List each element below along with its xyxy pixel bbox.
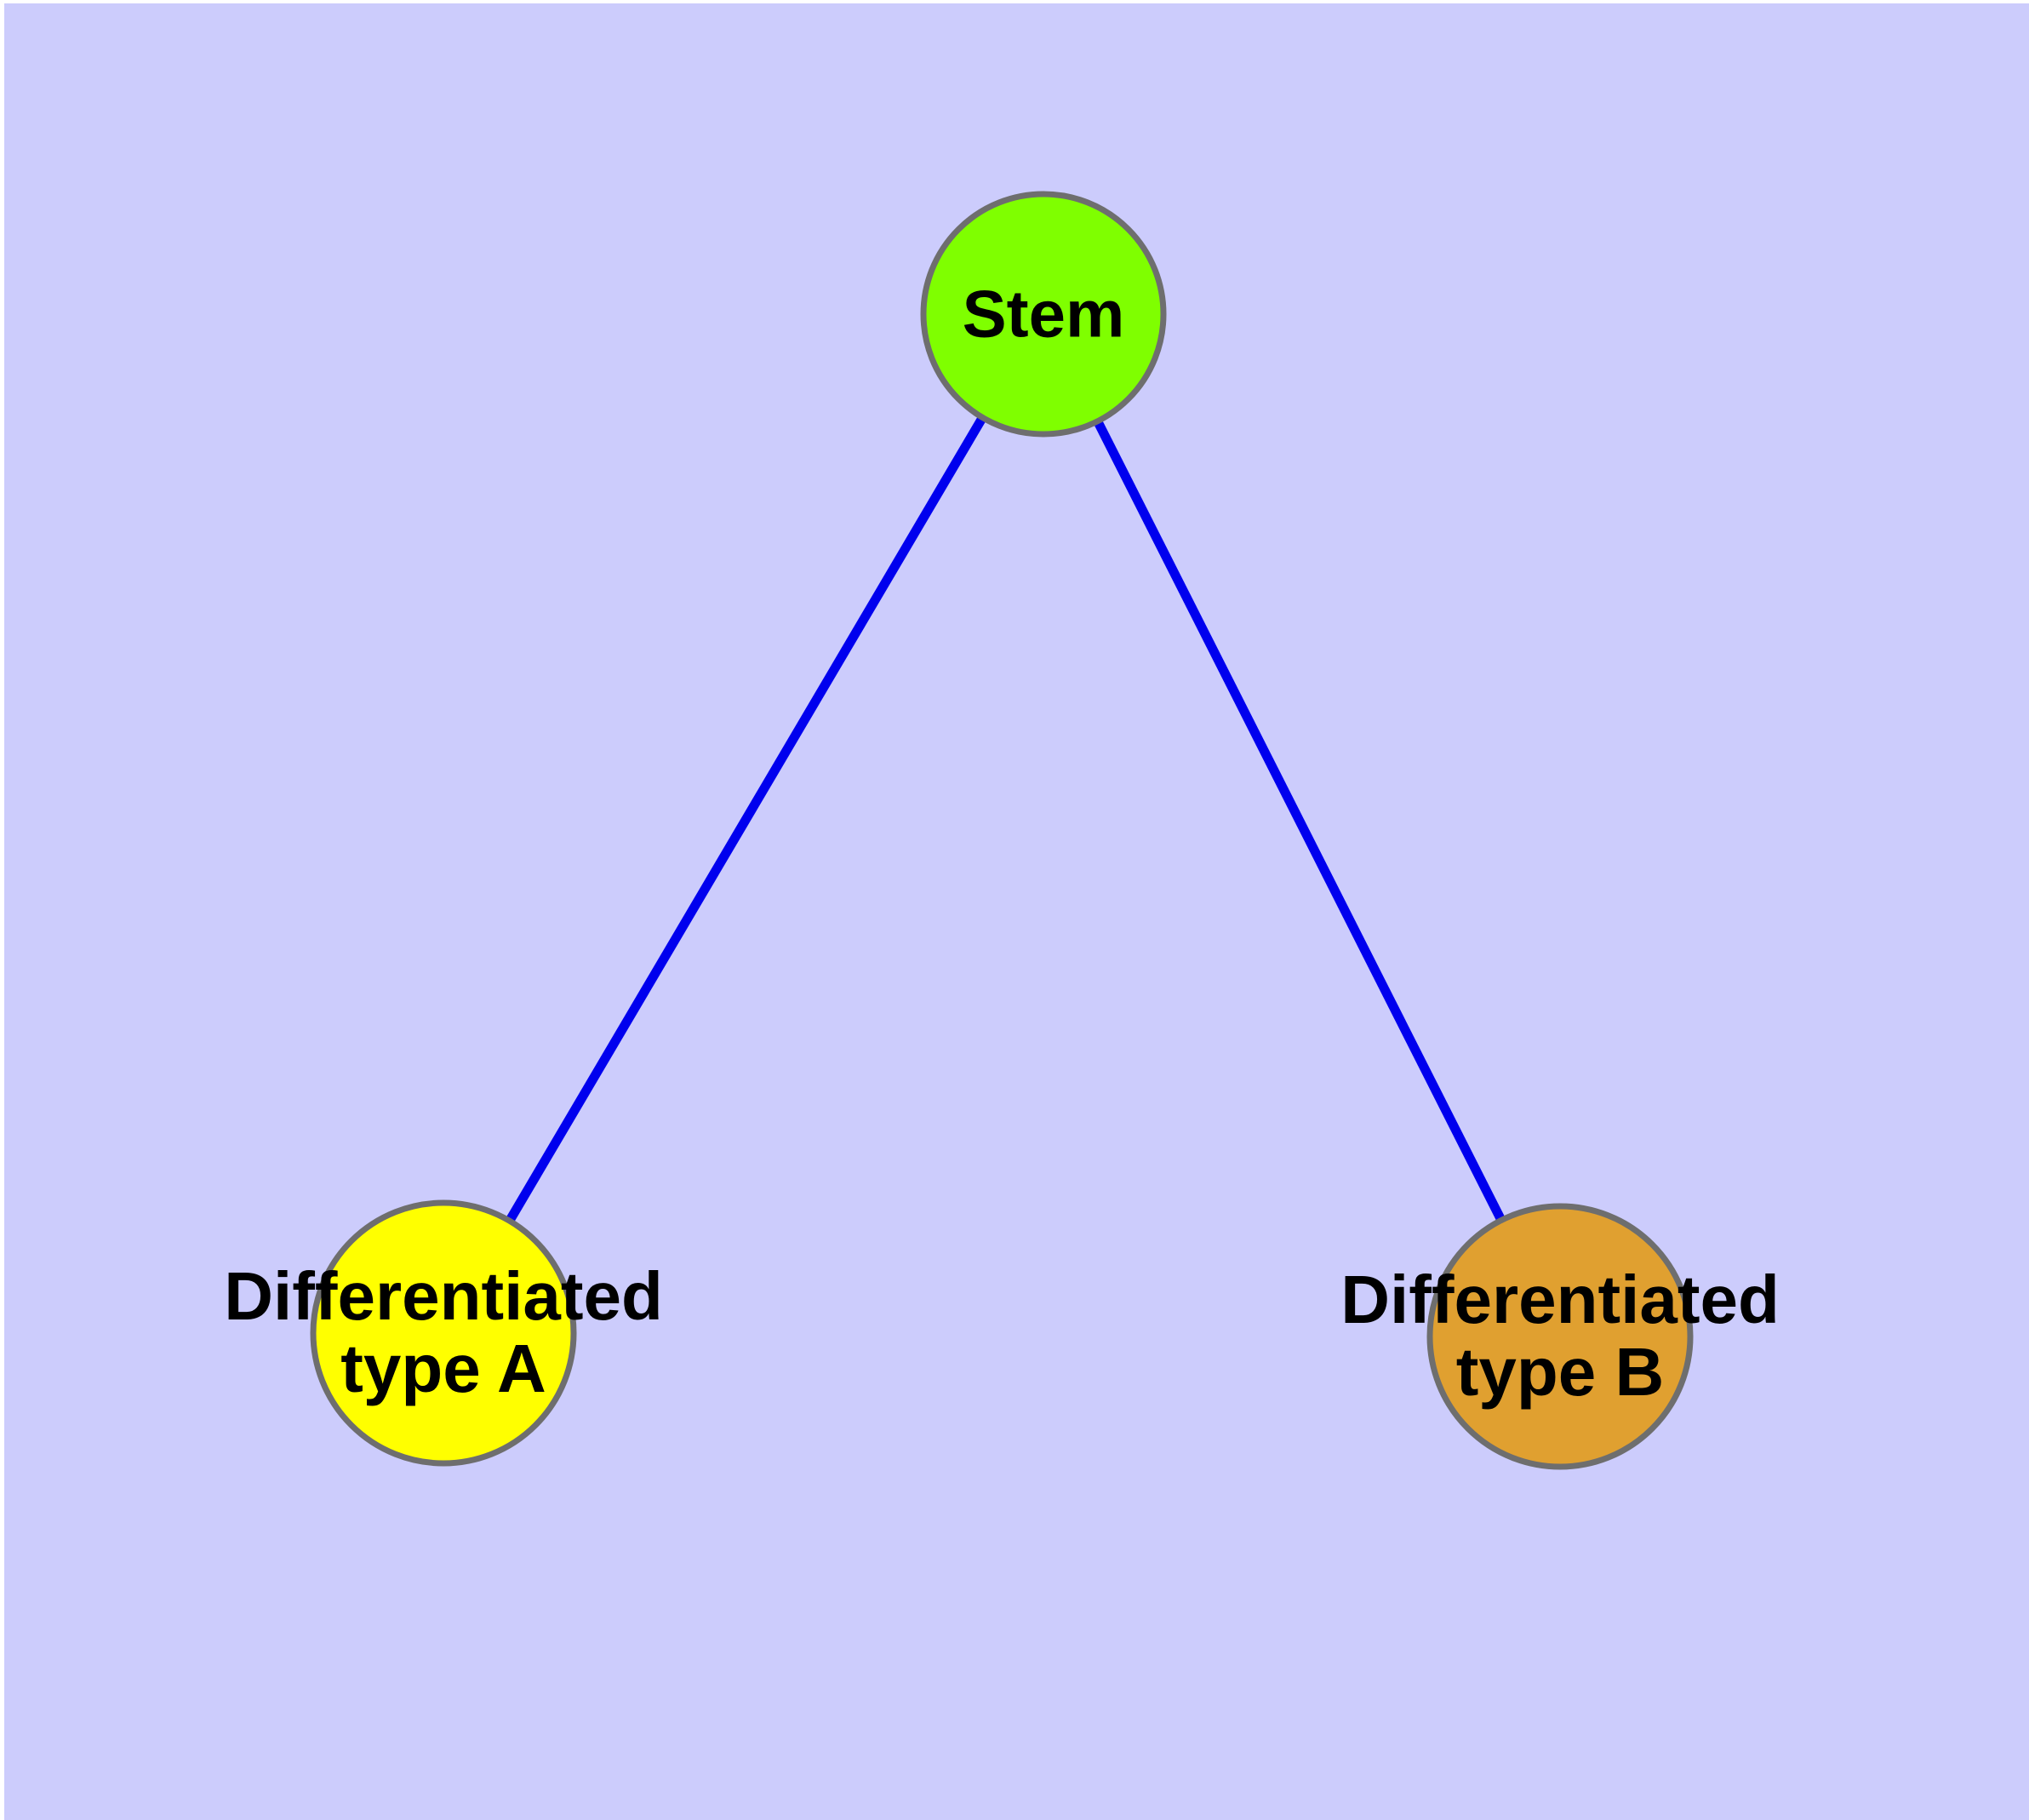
graph-edge (506, 416, 986, 1222)
graph-node-diff_a[interactable] (310, 1199, 577, 1467)
nodes-group (310, 191, 1694, 1470)
graph-edge (1094, 421, 1505, 1222)
edges-group (506, 416, 1505, 1222)
graph-node-diff_b[interactable] (1426, 1203, 1694, 1470)
graph-svg (310, 191, 1694, 1470)
graph-node-stem[interactable] (920, 191, 1167, 438)
